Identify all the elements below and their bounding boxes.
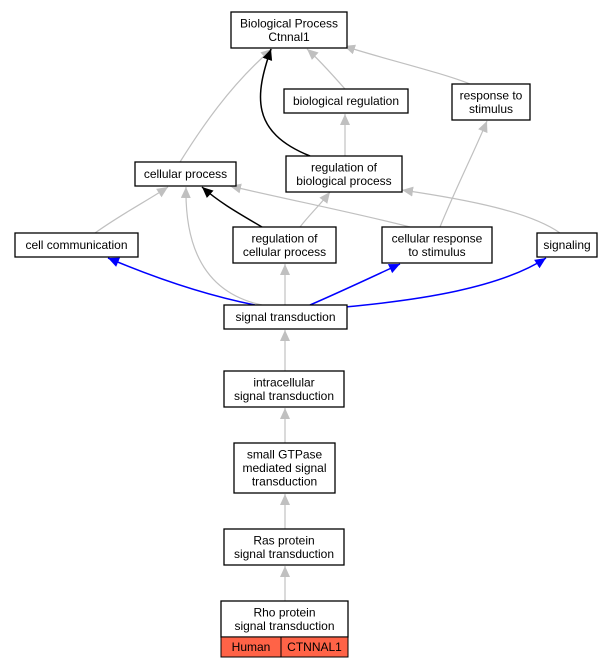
node-label-line: signal transduction xyxy=(234,547,334,561)
edge-rocp-to-robp-is_a xyxy=(299,191,331,228)
node-label-line: to stimulus xyxy=(408,245,465,259)
gene-label[interactable]: CTNNAL1 xyxy=(287,640,342,654)
node-label-line: cellular process xyxy=(144,167,227,181)
edge-cc-to-cp-is_a xyxy=(94,186,169,234)
edge-rocp-to-cp-part_of xyxy=(201,186,263,228)
edge-st-to-cp-is_a xyxy=(180,186,263,306)
node-box xyxy=(381,226,493,264)
node-box xyxy=(283,88,409,114)
go-term-node-cc[interactable]: cell communication xyxy=(14,232,139,258)
node-box xyxy=(233,442,336,494)
node-box xyxy=(451,83,531,121)
edge-rts-to-bp-is_a xyxy=(343,44,471,85)
go-term-node-breg[interactable]: biological regulation xyxy=(283,88,409,114)
node-box xyxy=(536,232,598,258)
node-label-line: signaling xyxy=(543,238,590,252)
node-label-line: cellular response xyxy=(392,231,483,245)
node-box xyxy=(223,528,345,566)
species-label: Human xyxy=(232,640,271,654)
node-label-line: transduction xyxy=(252,475,317,489)
node-label-line: Rho protein xyxy=(253,605,315,619)
node-label-line: cellular process xyxy=(243,245,326,259)
edge-crs-to-rts-is_a xyxy=(439,120,488,228)
node-box xyxy=(220,600,349,638)
node-box xyxy=(230,11,348,49)
edges-layer xyxy=(94,44,561,601)
node-label-line: regulation of xyxy=(311,160,378,174)
node-box xyxy=(14,232,139,258)
node-box xyxy=(285,155,403,193)
edge-st-to-cc-regulates xyxy=(107,257,256,306)
edge-robp-to-bp-part_of xyxy=(259,48,311,157)
go-term-node-st[interactable]: signal transduction xyxy=(223,304,348,330)
node-box xyxy=(223,304,348,330)
go-term-node-cp[interactable]: cellular process xyxy=(134,161,237,187)
node-label-line: signal transduction xyxy=(235,310,335,324)
edge-crs-to-cp-is_a xyxy=(229,183,411,228)
node-label-line: Ctnnal1 xyxy=(268,30,310,44)
node-label-line: Biological Process xyxy=(240,16,338,30)
node-label-line: response to xyxy=(460,88,523,102)
node-label-line: Ras protein xyxy=(253,533,314,547)
node-label-line: cell communication xyxy=(25,238,127,252)
edge-sig-to-robp-is_a xyxy=(401,186,561,234)
node-label-line: small GTPase xyxy=(247,448,323,462)
node-box xyxy=(134,161,237,187)
node-label-line: regulation of xyxy=(251,231,318,245)
gene-cell xyxy=(280,636,349,658)
node-label-line: signal transduction xyxy=(234,619,334,633)
edge-st-to-crs-regulates xyxy=(309,263,401,306)
node-label-line: biological regulation xyxy=(293,94,399,108)
node-label-line: signal transduction xyxy=(234,389,334,403)
edge-breg-to-bp-is_a xyxy=(306,48,346,90)
go-term-node-sig[interactable]: signaling xyxy=(536,232,598,258)
node-box xyxy=(232,226,337,264)
edge-cp-to-bp-is_a xyxy=(179,48,273,163)
node-label-line: intracellular xyxy=(253,375,314,389)
edge-st-to-sig-regulates xyxy=(344,257,547,308)
node-label-line: mediated signal xyxy=(242,461,326,475)
node-box xyxy=(223,370,345,408)
node-label-line: biological process xyxy=(296,174,391,188)
node-label-line: stimulus xyxy=(469,102,513,116)
